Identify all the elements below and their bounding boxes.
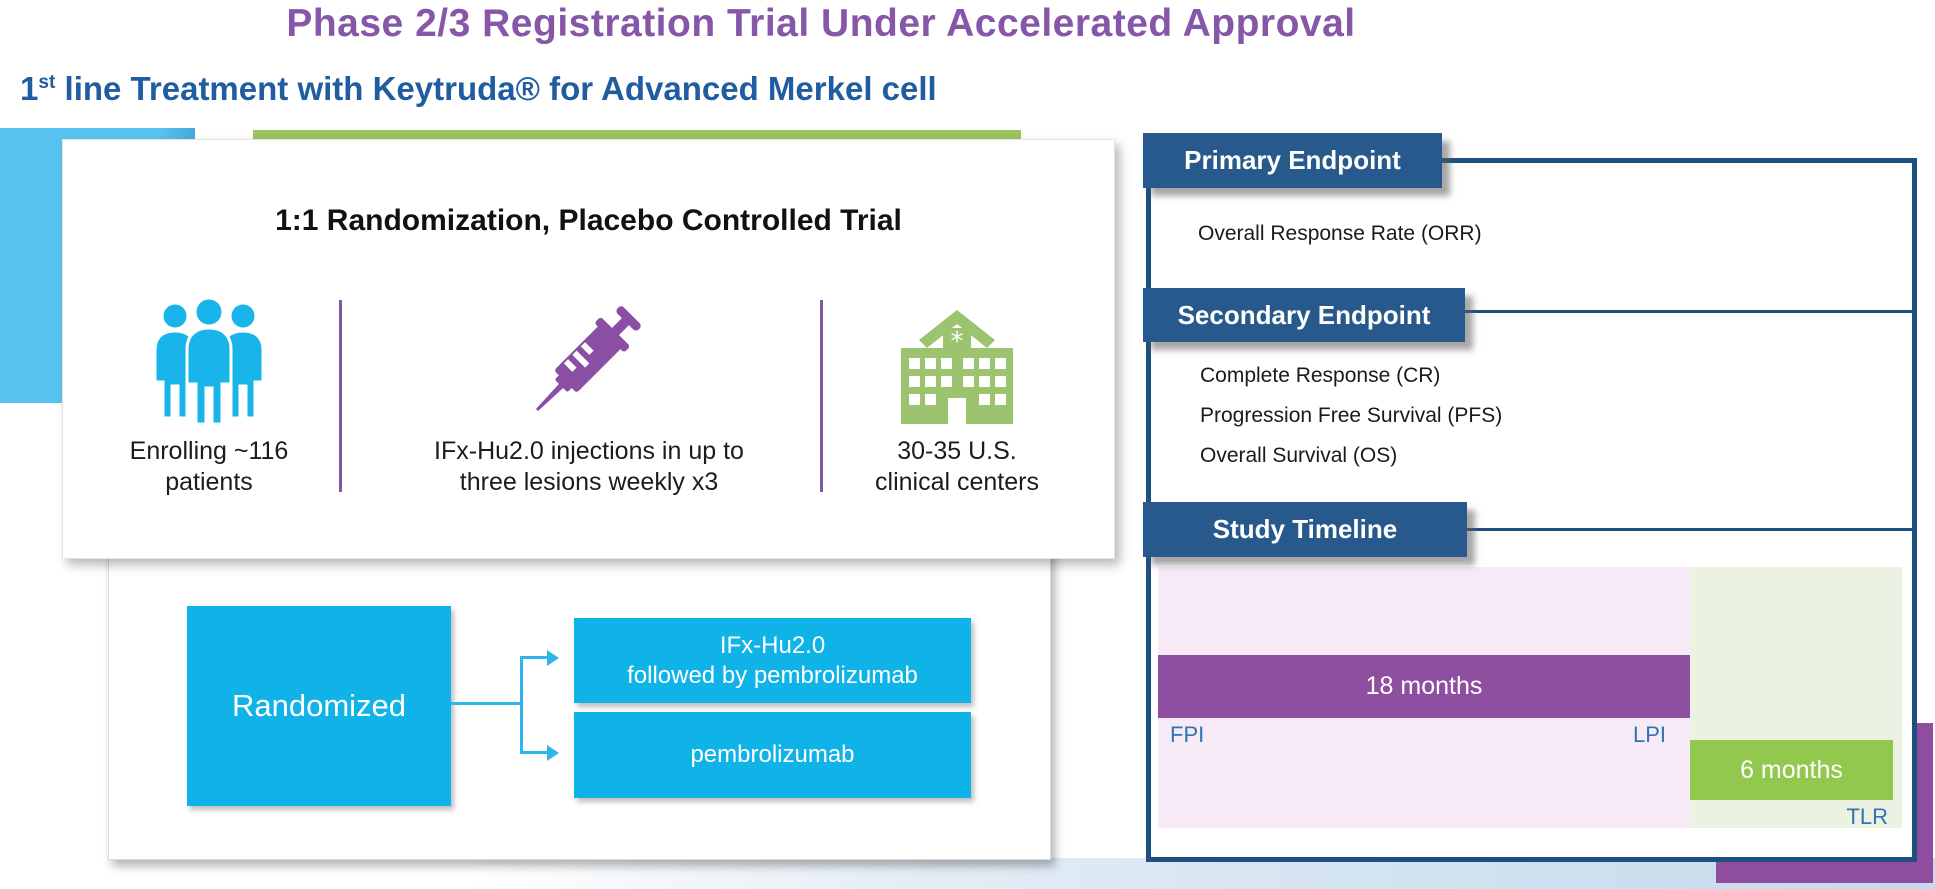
endpoint-item-os: Overall Survival (OS)	[1200, 444, 1398, 467]
primary-endpoint-tab: Primary Endpoint	[1143, 133, 1442, 188]
card-item-patients: Enrolling ~116 patients	[73, 286, 345, 498]
randomization-card: 1:1 Randomization, Placebo Controlled Tr…	[62, 139, 1115, 559]
arrow-right-icon	[547, 650, 559, 666]
vertical-divider	[339, 300, 342, 492]
connector-line	[520, 656, 523, 754]
secondary-endpoint-label: Secondary Endpoint	[1177, 299, 1431, 330]
slide-title: Phase 2/3 Registration Trial Under Accel…	[286, 2, 1356, 45]
caption-line2: three lesions weekly x3	[459, 468, 719, 496]
endpoint-item-pfs: Progression Free Survival (PFS)	[1200, 404, 1503, 427]
branch-box-ifx: IFx-Hu2.0 followed by pembrolizumab	[574, 618, 971, 703]
timeline-label-fpi: FPI	[1170, 722, 1205, 747]
caption-line1: Enrolling ~116	[129, 437, 289, 465]
timeline-label-lpi: LPI	[1632, 722, 1666, 747]
bar-6-months-label: 6 months	[1740, 755, 1843, 784]
caption-line2: clinical centers	[875, 468, 1039, 496]
subtitle-prefix: 1	[20, 70, 39, 107]
timeline-label-tlr: TLR	[1846, 804, 1888, 829]
background-texture-strip	[470, 858, 1935, 889]
connector-line	[523, 656, 547, 659]
vertical-divider	[820, 300, 823, 492]
card-item-caption: IFx-Hu2.0 injections in up to three lesi…	[359, 436, 819, 498]
randomized-label: Randomized	[231, 688, 407, 723]
section-divider	[1467, 528, 1913, 531]
hospital-icon: *	[767, 286, 1147, 428]
study-timeline-label: Study Timeline	[1212, 514, 1398, 544]
section-divider	[1465, 310, 1913, 313]
card-title: 1:1 Randomization, Placebo Controlled Tr…	[275, 204, 902, 237]
randomized-box: Randomized	[187, 606, 451, 806]
timeline-bar-18-months: 18 months	[1158, 655, 1690, 718]
timeline-bar-6-months: 6 months	[1690, 740, 1893, 800]
subtitle-superscript: st	[38, 72, 56, 93]
syringe-icon	[359, 286, 819, 428]
card-item-injections: IFx-Hu2.0 injections in up to three lesi…	[359, 286, 819, 498]
card-item-caption: Enrolling ~116 patients	[73, 436, 345, 498]
bar-18-months-label: 18 months	[1365, 672, 1483, 700]
green-accent-bar	[253, 130, 1021, 141]
primary-endpoint-label: Primary Endpoint	[1184, 145, 1401, 175]
card-item-caption: 30-35 U.S. clinical centers	[767, 436, 1147, 498]
arrow-right-icon	[547, 745, 559, 761]
connector-line	[451, 702, 523, 705]
endpoint-item-orr: Overall Response Rate (ORR)	[1198, 222, 1482, 245]
slide-subtitle: 1st line Treatment with Keytruda® for Ad…	[20, 70, 937, 108]
branch1-line2: followed by pembrolizumab	[627, 661, 918, 689]
branch2-label: pembrolizumab	[690, 741, 855, 768]
endpoint-item-cr: Complete Response (CR)	[1200, 364, 1441, 387]
branch-box-pembrolizumab: pembrolizumab	[574, 712, 971, 798]
connector-line	[523, 751, 547, 754]
caption-line1: 30-35 U.S.	[897, 437, 1017, 465]
branch1-line1: IFx-Hu2.0	[719, 631, 826, 659]
patients-group-icon	[73, 286, 345, 428]
secondary-endpoint-tab: Secondary Endpoint	[1143, 288, 1465, 342]
caption-line2: patients	[165, 468, 253, 496]
card-item-centers: * 30-35 U.S. clinical centers	[767, 286, 1147, 498]
study-timeline-tab: Study Timeline	[1143, 502, 1467, 557]
svg-text:*: *	[951, 327, 964, 357]
subtitle-rest: line Treatment with Keytruda® for Advanc…	[55, 70, 937, 107]
caption-line1: IFx-Hu2.0 injections in up to	[434, 437, 744, 465]
